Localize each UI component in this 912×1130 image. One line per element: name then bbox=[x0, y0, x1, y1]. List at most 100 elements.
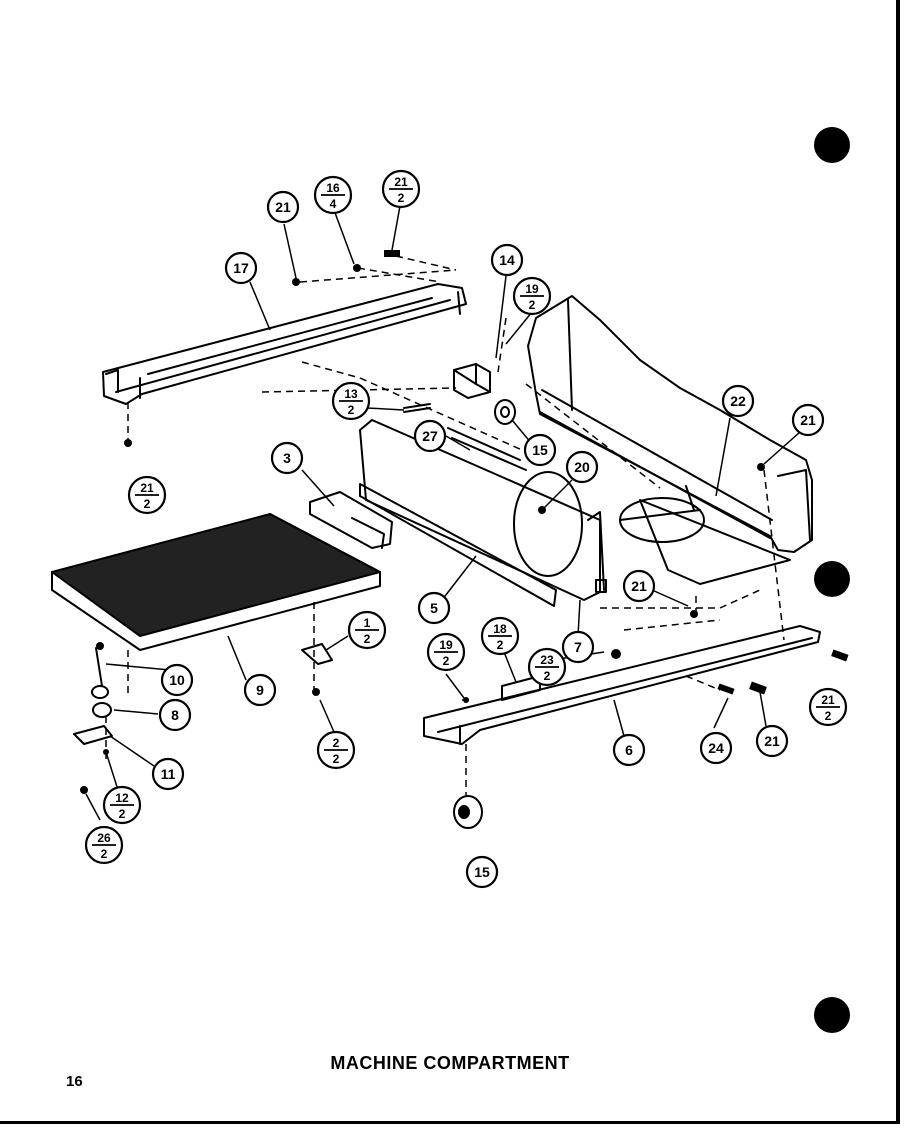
callout-8: 8 bbox=[158, 698, 192, 732]
callout-11: 11 bbox=[151, 757, 185, 791]
callout-part-number: 5 bbox=[430, 600, 438, 616]
callout-part-number: 12 bbox=[115, 791, 129, 805]
part-condenser-housing bbox=[527, 295, 813, 585]
part-13-pin bbox=[403, 403, 431, 413]
callout-part-number: 21 bbox=[140, 481, 154, 495]
callout-circle bbox=[721, 384, 755, 418]
callout-part-number: 21 bbox=[394, 175, 408, 189]
callout-21-a: 21 bbox=[266, 190, 300, 224]
callout-part-number: 21 bbox=[275, 199, 291, 215]
callout-quantity: 2 bbox=[348, 403, 355, 417]
callout-part-number: 3 bbox=[283, 450, 291, 466]
callout-19-2-b: 192 bbox=[426, 632, 466, 672]
callout-circle bbox=[243, 673, 277, 707]
callout-part-number: 17 bbox=[233, 260, 249, 276]
callout-15-b: 15 bbox=[465, 855, 499, 889]
callout-1-2: 12 bbox=[347, 610, 387, 650]
binder-hole-bottom bbox=[814, 997, 850, 1033]
callout-part-number: 22 bbox=[730, 393, 746, 409]
binder-hole-middle bbox=[814, 561, 850, 597]
callout-18-2: 182 bbox=[480, 616, 520, 656]
callout-part-number: 21 bbox=[631, 578, 647, 594]
callout-22: 22 bbox=[721, 384, 755, 418]
callout-circle bbox=[523, 433, 557, 467]
callout-circle bbox=[622, 569, 656, 603]
callout-21-2-a: 212 bbox=[381, 169, 421, 209]
fasteners bbox=[80, 250, 849, 794]
callout-quantity: 4 bbox=[330, 197, 337, 211]
callout-circle bbox=[158, 698, 192, 732]
part-clip bbox=[301, 643, 333, 665]
callout-part-number: 19 bbox=[439, 638, 453, 652]
callout-circle bbox=[755, 724, 789, 758]
callout-part-number: 21 bbox=[800, 412, 816, 428]
callout-part-number: 18 bbox=[493, 622, 507, 636]
callout-21-b: 21 bbox=[791, 403, 825, 437]
callout-circle bbox=[561, 630, 595, 664]
callout-part-number: 10 bbox=[169, 672, 185, 688]
callout-quantity: 2 bbox=[825, 709, 832, 723]
callout-26-2: 262 bbox=[84, 825, 124, 865]
callout-21-2-b: 212 bbox=[127, 475, 167, 515]
callout-part-number: 13 bbox=[344, 387, 358, 401]
callout-circle bbox=[612, 733, 646, 767]
callout-5: 5 bbox=[417, 591, 451, 625]
part-relay bbox=[453, 363, 491, 399]
callout-part-number: 20 bbox=[574, 459, 590, 475]
callout-quantity: 2 bbox=[101, 847, 108, 861]
callout-part-number: 24 bbox=[708, 740, 724, 756]
callout-quantity: 2 bbox=[529, 298, 536, 312]
callout-7: 7 bbox=[561, 630, 595, 664]
callout-quantity: 2 bbox=[119, 807, 126, 821]
callout-quantity: 2 bbox=[364, 632, 371, 646]
part-15-grommet-lower bbox=[453, 795, 483, 829]
part-foot-assembly bbox=[73, 647, 113, 745]
callout-part-number: 19 bbox=[525, 282, 539, 296]
part-fan-shroud bbox=[359, 419, 607, 607]
callout-3: 3 bbox=[270, 441, 304, 475]
callout-quantity: 2 bbox=[144, 497, 151, 511]
callout-quantity: 2 bbox=[544, 669, 551, 683]
callout-part-number: 23 bbox=[540, 653, 554, 667]
callout-part-number: 2 bbox=[333, 736, 340, 750]
callout-circle bbox=[791, 403, 825, 437]
callout-6: 6 bbox=[612, 733, 646, 767]
callout-circle bbox=[266, 190, 300, 224]
callout-circle bbox=[151, 757, 185, 791]
callout-circle bbox=[699, 731, 733, 765]
callout-leaders bbox=[85, 205, 801, 821]
binder-hole-top bbox=[814, 127, 850, 163]
assembly-leader-lines bbox=[105, 255, 785, 796]
callout-17: 17 bbox=[224, 251, 258, 285]
callout-21-c: 21 bbox=[622, 569, 656, 603]
callout-part-number: 6 bbox=[625, 742, 633, 758]
callout-12-2: 122 bbox=[102, 785, 142, 825]
callout-circle bbox=[270, 441, 304, 475]
callout-20: 20 bbox=[565, 450, 599, 484]
callout-circle bbox=[490, 243, 524, 277]
callout-part-number: 15 bbox=[532, 442, 548, 458]
callout-part-number: 8 bbox=[171, 707, 179, 723]
callout-2-2: 22 bbox=[316, 730, 356, 770]
callout-quantity: 2 bbox=[398, 191, 405, 205]
callout-part-number: 14 bbox=[499, 252, 515, 268]
callout-circle bbox=[417, 591, 451, 625]
part-front-rail bbox=[423, 625, 821, 745]
callout-circle bbox=[565, 450, 599, 484]
callout-21-d: 21 bbox=[755, 724, 789, 758]
callout-21-2-c: 212 bbox=[808, 687, 848, 727]
callout-16-4: 164 bbox=[313, 175, 353, 215]
callout-23-2: 232 bbox=[527, 647, 567, 687]
part-condenser-coil bbox=[51, 513, 381, 651]
callout-part-number: 7 bbox=[574, 639, 582, 655]
callout-13-2: 132 bbox=[331, 381, 371, 421]
part-3-bracket bbox=[309, 491, 393, 549]
callout-quantity: 2 bbox=[333, 752, 340, 766]
callout-part-number: 16 bbox=[326, 181, 340, 195]
callout-circle bbox=[465, 855, 499, 889]
part-18-tube bbox=[501, 675, 541, 701]
